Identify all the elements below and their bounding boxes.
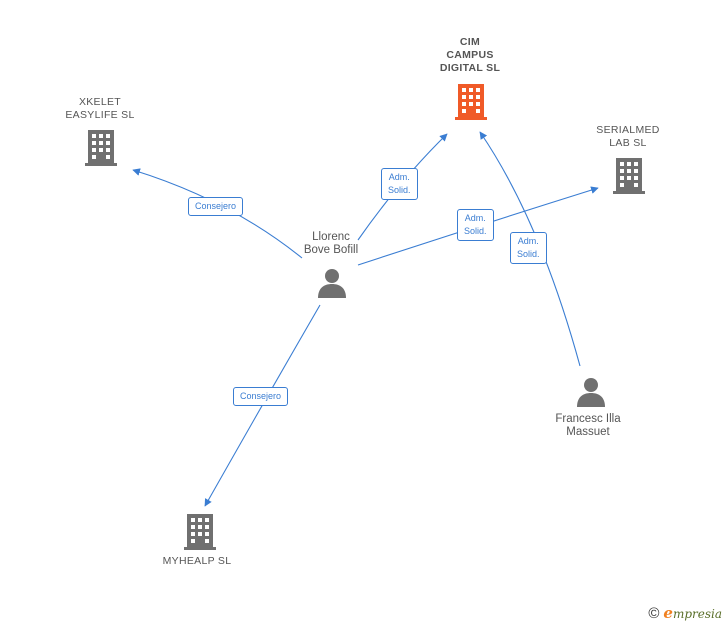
person-icon[interactable] [317,268,347,298]
company-label-serialmed[interactable]: SERIALMED LAB SL [596,124,660,149]
building-icon[interactable] [455,84,487,120]
footer-brand: © empresia [648,604,722,622]
company-label-xkelet[interactable]: XKELET EASYLIFE SL [65,96,135,121]
person-label-francesc[interactable]: Francesc Illa Massuet [555,413,621,438]
edge-label-adm-solid: Adm. Solid. [510,232,547,264]
edge-label-consejero: Consejero [188,197,244,216]
building-icon[interactable] [85,130,117,166]
person-label-llorenc[interactable]: Llorenc Bove Bofill [303,231,359,256]
edge-label-consejero: Consejero [233,387,289,406]
empresia-logo: empresia [663,604,722,622]
edge-label-adm-solid: Adm. Solid. [381,168,418,200]
company-label-cim[interactable]: CIM CAMPUS DIGITAL SL [439,36,501,74]
company-label-myhealp[interactable]: MYHEALP SL [162,555,232,567]
building-icon[interactable] [613,158,645,194]
building-icon[interactable] [184,514,216,550]
person-icon[interactable] [576,377,606,407]
edge-label-adm-solid: Adm. Solid. [457,209,494,241]
copyright-symbol: © [648,604,660,622]
